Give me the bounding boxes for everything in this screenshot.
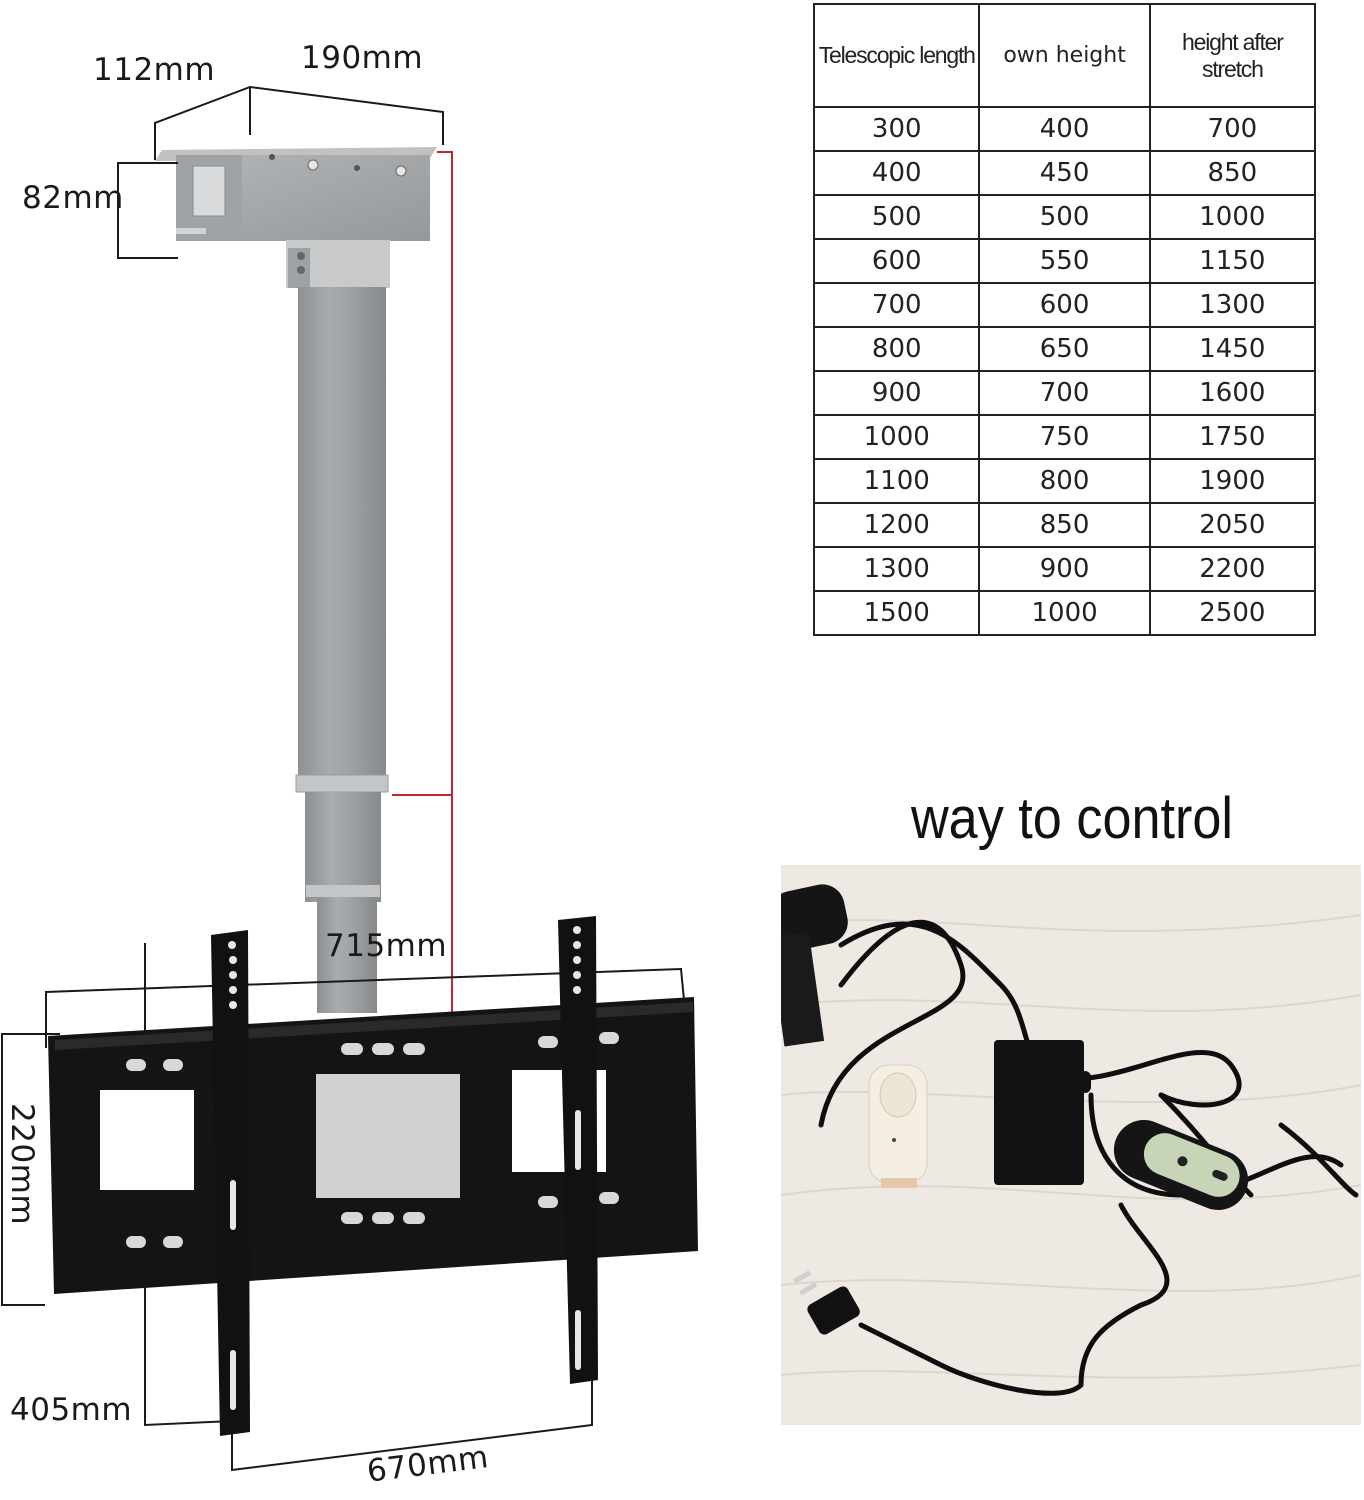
cell-own-height: 1000: [978, 590, 1151, 636]
wired-hand-controller: [1113, 1120, 1249, 1210]
cell-own-height: 400: [978, 106, 1151, 152]
motor-actuator: [781, 884, 848, 1047]
cell-height-after-stretch: 1150: [1148, 238, 1317, 284]
cell-telescopic-length: 400: [812, 150, 981, 196]
cell-telescopic-length: 600: [812, 238, 981, 284]
cell-telescopic-length: 1100: [812, 458, 981, 504]
cell-height-after-stretch: 2500: [1148, 590, 1317, 636]
cell-telescopic-length: 1300: [812, 546, 981, 592]
cell-telescopic-length: 800: [812, 326, 981, 372]
cell-own-height: 600: [978, 282, 1151, 328]
cell-telescopic-length: 1000: [812, 414, 981, 460]
cell-height-after-stretch: 1300: [1148, 282, 1317, 328]
cell-own-height: 900: [978, 546, 1151, 592]
cell-telescopic-length: 1200: [812, 502, 981, 548]
dim-label-box-width: 190mm: [301, 40, 424, 76]
cell-telescopic-length: 300: [812, 106, 981, 152]
rf-remote: [868, 1064, 928, 1188]
spec-table: Telescopic length own height height afte…: [812, 3, 1317, 636]
dim-label-box-height: 82mm: [22, 180, 124, 216]
extension-measure-line: [392, 151, 453, 1012]
power-adapter: [994, 1040, 1084, 1185]
column-header-telescopic-length: Telescopic length: [812, 3, 981, 108]
cell-height-after-stretch: 1600: [1148, 370, 1317, 416]
product-diagram: [1, 85, 698, 1472]
cell-height-after-stretch: 850: [1148, 150, 1317, 196]
cell-height-after-stretch: 1750: [1148, 414, 1317, 460]
telescopic-pole: [286, 240, 390, 1013]
cell-own-height: 800: [978, 458, 1151, 504]
column-header-own-height: own height: [978, 3, 1151, 108]
cell-height-after-stretch: 1450: [1148, 326, 1317, 372]
dim-label-bracket-width: 715mm: [325, 928, 448, 964]
cell-own-height: 550: [978, 238, 1151, 284]
cell-telescopic-length: 500: [812, 194, 981, 240]
dim-label-box-depth: 112mm: [93, 52, 216, 88]
cell-telescopic-length: 1500: [812, 590, 981, 636]
cell-height-after-stretch: 700: [1148, 106, 1317, 152]
table-header-row: Telescopic length own height height afte…: [812, 3, 1317, 108]
cell-own-height: 850: [978, 502, 1151, 548]
cell-own-height: 750: [978, 414, 1151, 460]
cell-own-height: 650: [978, 326, 1151, 372]
tv-bracket: [48, 916, 698, 1436]
cell-own-height: 500: [978, 194, 1151, 240]
control-section-title: way to control: [910, 786, 1234, 851]
cell-own-height: 450: [978, 150, 1151, 196]
cell-height-after-stretch: 2050: [1148, 502, 1317, 548]
dim-label-plate-height: 220mm: [4, 1103, 40, 1226]
cell-telescopic-length: 700: [812, 282, 981, 328]
column-header-height-after-stretch: height after stretch: [1148, 3, 1317, 108]
ac-plug: [793, 1270, 860, 1335]
cell-height-after-stretch: 1900: [1148, 458, 1317, 504]
cell-telescopic-length: 900: [812, 370, 981, 416]
control-kit-illustration: [781, 884, 1361, 1396]
cell-height-after-stretch: 2200: [1148, 546, 1317, 592]
cell-height-after-stretch: 1000: [1148, 194, 1317, 240]
cell-own-height: 700: [978, 370, 1151, 416]
dim-label-rail-height: 405mm: [10, 1392, 133, 1428]
motor-box: [155, 147, 437, 241]
control-kit-photo: [781, 865, 1361, 1425]
